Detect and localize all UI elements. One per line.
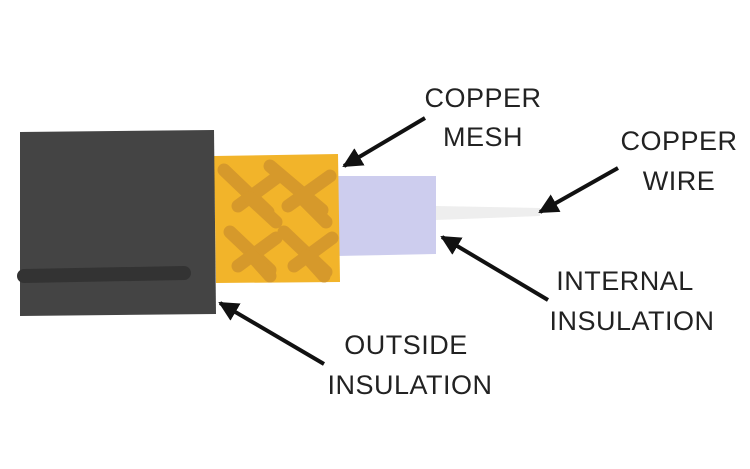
label-copper-wire-line1: COPPER [620,126,737,156]
copper-mesh-pattern [217,159,339,283]
label-copper-wire-line2: WIRE [643,166,716,196]
outside-insulation-stripe [17,266,191,283]
label-copper-mesh-line1: COPPER [424,83,541,113]
arrow-copper-wire [538,166,619,214]
label-outside-insulation-line2: INSULATION [327,370,492,400]
arrow-internal-insulation [440,235,550,302]
arrow-copper-mesh [342,116,427,168]
internal-insulation [336,176,436,256]
copper-wire [436,206,540,220]
label-internal-insulation-line2: INSULATION [549,306,714,336]
label-copper-mesh-line2: MESH [443,122,523,152]
arrow-outside-insulation [218,301,326,366]
label-outside-insulation-line1: OUTSIDE [344,330,468,360]
label-internal-insulation-line1: INTERNAL [556,266,694,296]
outside-insulation [20,130,216,316]
